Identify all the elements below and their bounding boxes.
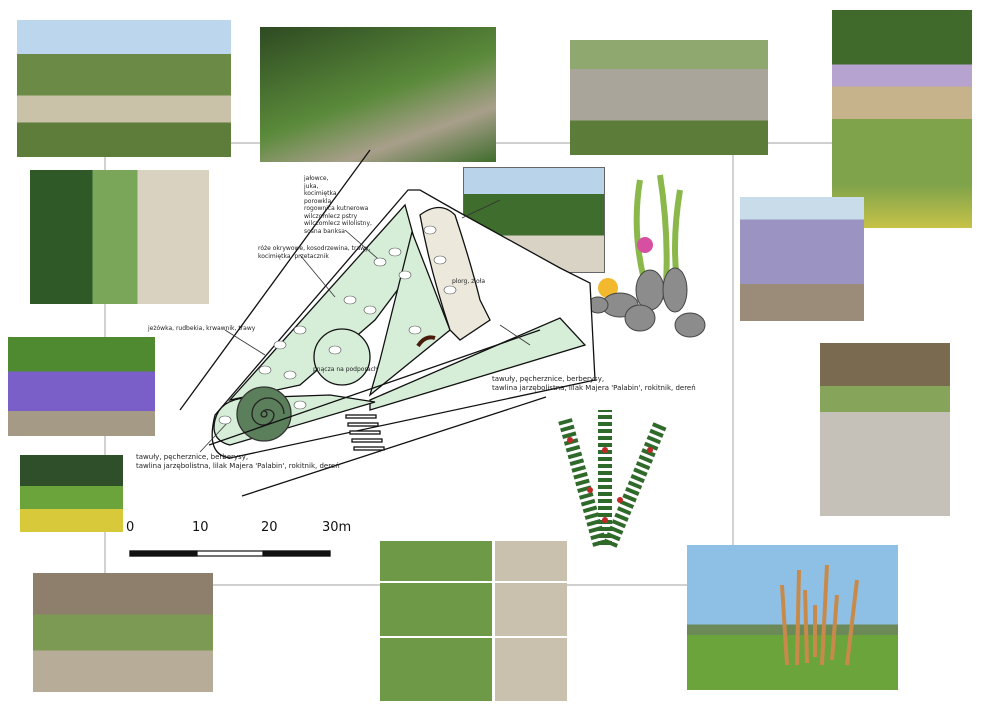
photo-catmint-wall: [8, 337, 155, 436]
photo-rock-garden-visitors: [570, 40, 768, 155]
photo-rockery: [17, 20, 231, 157]
photo-flowering-rockery: [832, 10, 972, 228]
photo-yellow-border: [20, 455, 123, 532]
label-roses: róże okrywowe, kosodrzewina, trawy, koci…: [258, 245, 371, 260]
label-east-strip: tawuły, pęcherznice, berberysy, tawlina …: [492, 375, 696, 392]
photo-lavender-field: [740, 197, 864, 321]
wooden-poles: [780, 564, 859, 666]
photo-rocky-stream: [820, 343, 950, 516]
photo-gravel-border: [30, 170, 209, 304]
scale-tick-20: 20: [261, 520, 278, 535]
scale-bar: [129, 550, 331, 557]
photo-collage: [380, 541, 567, 701]
scale-tick-0: 0: [126, 520, 135, 535]
label-herbs: plorg, zioła: [452, 278, 485, 285]
photo-gravel-garden-bench: [33, 573, 213, 692]
label-north-beds: jałowce, juka, kocimiętka, porowkla rogo…: [304, 175, 372, 235]
rock-grass-illustration: [587, 174, 706, 338]
photo-garden-path: [260, 27, 496, 162]
scale-tick-10: 10: [192, 520, 209, 535]
site-plan: [179, 149, 596, 497]
scale-tick-30: 30m: [322, 520, 352, 535]
label-climbers: pnącza na podporach: [313, 366, 378, 373]
label-south: tawuły, pęcherznice, berberysy, tawlina …: [136, 453, 340, 470]
climber-trellis-illustration: [558, 410, 667, 548]
photo-wooden-poles: [687, 545, 898, 690]
label-west: jeżówka, rudbekia, krwawnik, trawy: [148, 325, 256, 332]
